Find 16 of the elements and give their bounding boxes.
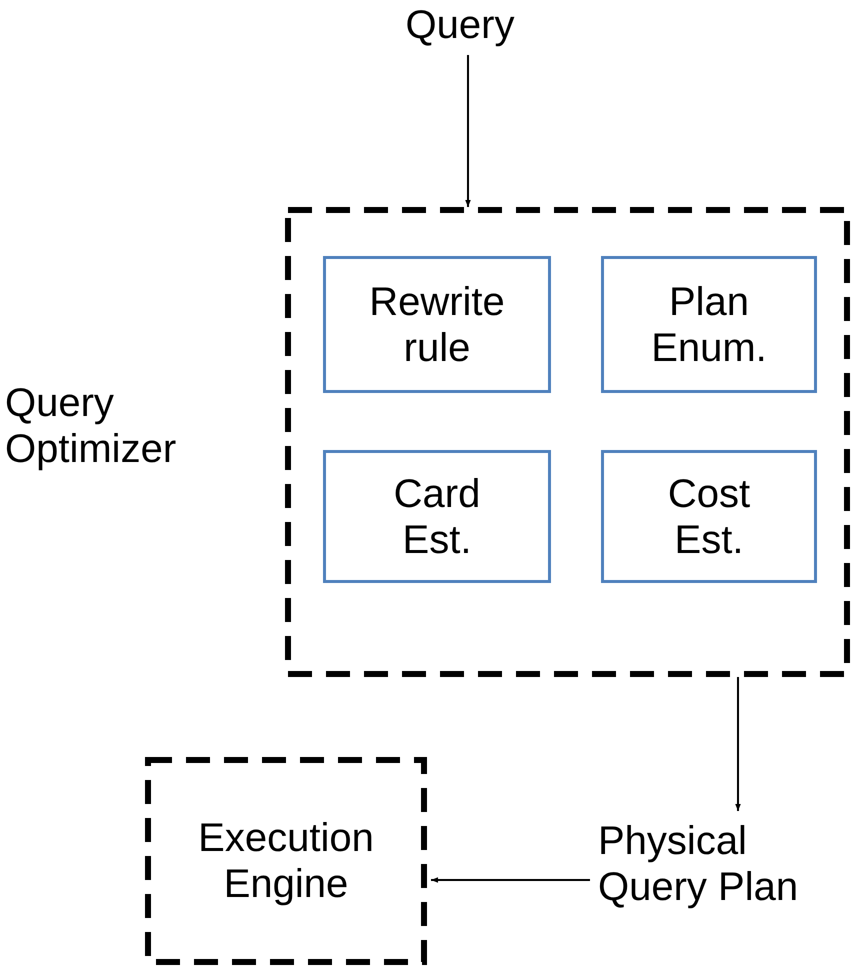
text-label: Query [380, 2, 540, 58]
group-heading: Query Optimizer [5, 380, 178, 472]
arrow [735, 677, 741, 811]
component-label: Cost Est. [666, 470, 752, 562]
dashed-box [145, 757, 427, 965]
component-label: Card Est. [392, 470, 482, 562]
text-label: Physical Query Plan [598, 818, 848, 938]
component-box [323, 450, 551, 583]
arrow [431, 877, 590, 883]
component-label: Rewrite rule [368, 278, 506, 370]
arrow [465, 55, 471, 207]
box-label: Execution Engine [197, 815, 375, 908]
component-box [601, 256, 817, 393]
component-box [323, 256, 551, 393]
component-label: Plan Enum. [650, 278, 768, 370]
component-box [601, 450, 817, 583]
